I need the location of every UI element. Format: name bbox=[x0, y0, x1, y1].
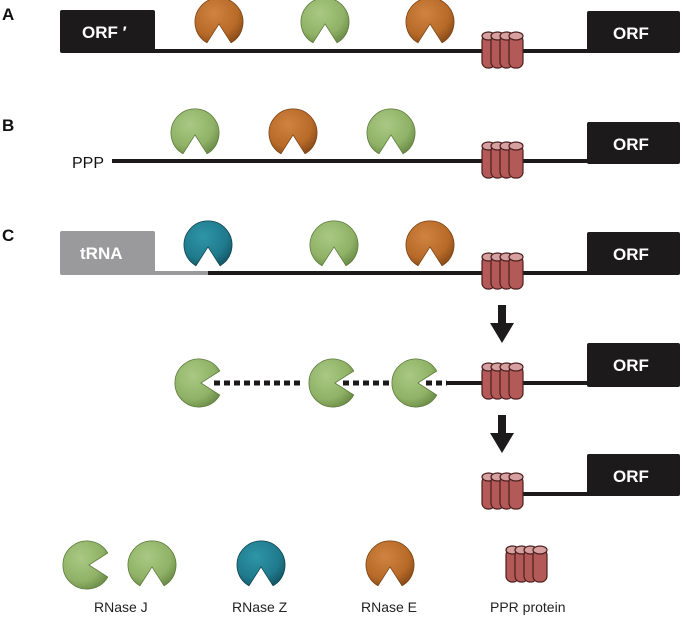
legend-label-rnase-e: RNase E bbox=[361, 599, 417, 615]
orf-prime-box bbox=[60, 10, 155, 53]
rnase-e-icon bbox=[194, 0, 244, 44]
orf-box bbox=[587, 454, 680, 496]
legend-item-rnase-j: RNase J bbox=[62, 540, 177, 615]
panel-a: A ORF ′ ORF bbox=[2, 0, 680, 69]
ppr-protein-icon bbox=[481, 362, 524, 400]
panel-label-b: B bbox=[2, 116, 14, 135]
arrow-down-icon bbox=[490, 415, 514, 453]
trna-label: tRNA bbox=[80, 244, 123, 263]
legend-item-rnase-z: RNase Z bbox=[232, 540, 288, 615]
rnase-j-icon bbox=[309, 220, 359, 267]
trna-box bbox=[60, 231, 155, 275]
orf-label: ORF bbox=[613, 467, 649, 486]
rnase-z-icon bbox=[183, 220, 233, 267]
rna-strand bbox=[112, 159, 590, 163]
orf-box bbox=[587, 232, 680, 275]
rnase-z-icon bbox=[236, 540, 286, 587]
orf-box bbox=[587, 343, 680, 387]
trna-trailer bbox=[150, 271, 208, 275]
orf-box bbox=[587, 11, 680, 53]
legend-label-rnase-z: RNase Z bbox=[232, 599, 288, 615]
ppr-protein-icon bbox=[481, 141, 524, 179]
orf-label: ORF bbox=[613, 135, 649, 154]
legend-label-ppr-protein: PPR protein bbox=[490, 599, 565, 615]
legend-item-ppr-protein: PPR protein bbox=[490, 545, 565, 615]
legend-label-rnase-j: RNase J bbox=[94, 599, 148, 615]
orf-prime-label: ORF ′ bbox=[82, 23, 127, 42]
orf-label: ORF bbox=[613, 356, 649, 375]
rna-strand bbox=[150, 49, 590, 53]
rnase-j-icon bbox=[170, 108, 220, 155]
legend-item-rnase-e: RNase E bbox=[361, 540, 417, 615]
rnase-e-icon bbox=[405, 0, 455, 44]
rnase-j-icon bbox=[366, 108, 416, 155]
panel-label-a: A bbox=[2, 5, 14, 24]
rnase-e-icon bbox=[268, 108, 318, 155]
triphosphate-label: PPP bbox=[72, 155, 104, 172]
rnase-j-icon bbox=[300, 0, 350, 44]
rnase-j-icon bbox=[174, 358, 221, 408]
ppr-protein-icon bbox=[481, 472, 524, 510]
ppr-protein-icon bbox=[481, 252, 524, 290]
panel-c: C tRNA ORF ORF bbox=[2, 220, 680, 510]
panel-label-c: C bbox=[2, 226, 14, 245]
rnase-j-icon bbox=[62, 540, 109, 590]
rna-strand bbox=[520, 492, 590, 496]
rnase-e-icon bbox=[405, 220, 455, 267]
rnase-e-icon bbox=[365, 540, 415, 587]
orf-label: ORF bbox=[613, 245, 649, 264]
legend: RNase J RNase Z RNase E PPR protein bbox=[62, 540, 565, 615]
rna-strand bbox=[208, 271, 590, 275]
orf-box bbox=[587, 122, 680, 164]
orf-label: ORF bbox=[613, 24, 649, 43]
ppr-protein-icon bbox=[481, 31, 524, 69]
ppr-protein-icon bbox=[505, 545, 548, 583]
arrow-down-icon bbox=[490, 305, 514, 343]
rnase-j-icon bbox=[127, 540, 177, 587]
panel-b: B PPP ORF bbox=[2, 108, 680, 179]
